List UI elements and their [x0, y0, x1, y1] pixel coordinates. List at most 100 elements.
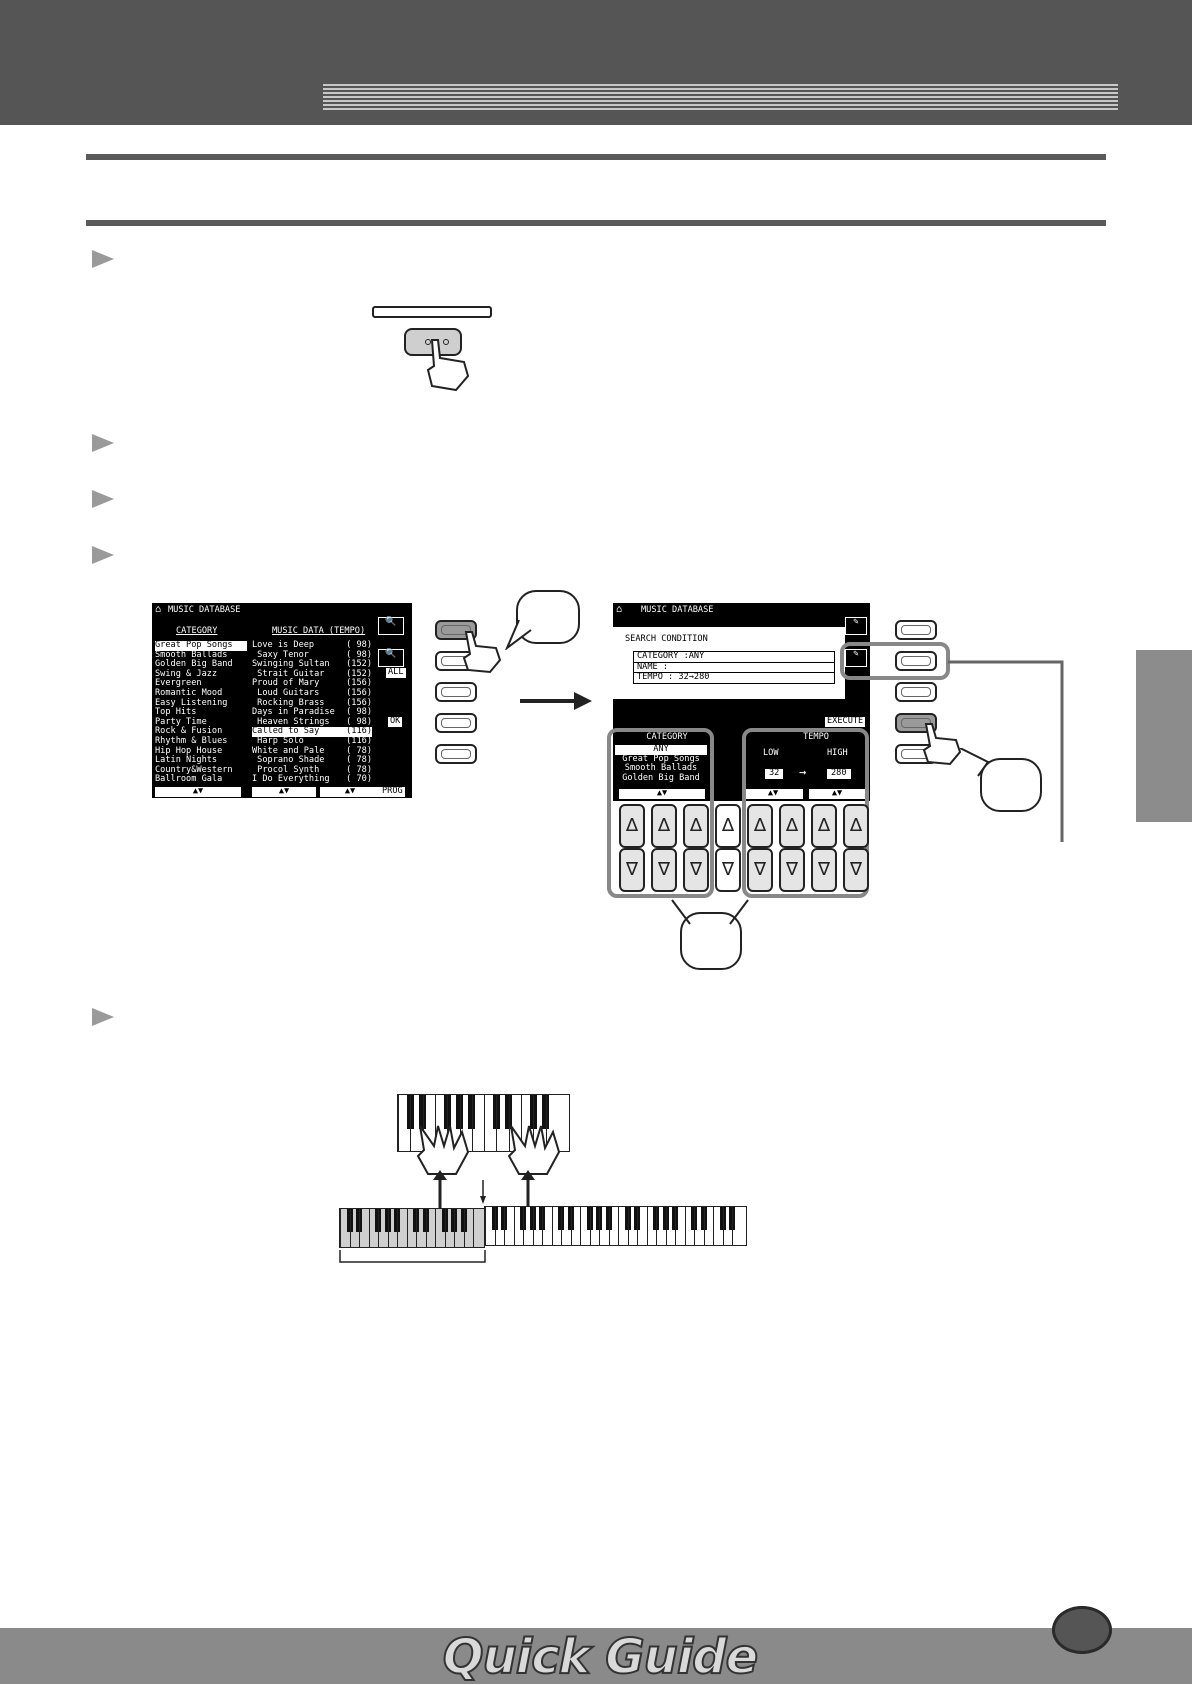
black-key — [419, 1095, 426, 1129]
white-key-divider — [463, 1209, 465, 1247]
edit-icon[interactable]: ✎ — [845, 617, 867, 635]
tempo-low-down-button[interactable]: ∇ — [747, 848, 773, 892]
category-option-any: ANY — [615, 744, 707, 755]
up-button[interactable]: ∆ — [715, 804, 741, 848]
category-up-button[interactable]: ∆ — [683, 804, 709, 848]
white-key-divider — [533, 1095, 535, 1151]
white-key-divider — [589, 1207, 591, 1245]
white-key-divider — [508, 1095, 510, 1151]
search-condition-label: SEARCH CONDITION — [625, 634, 708, 644]
white-key-divider — [580, 1207, 581, 1245]
tempo-low-up-button[interactable]: ∆ — [779, 804, 805, 848]
song-tempo: (156) — [346, 678, 372, 689]
music-data-row[interactable]: Soprano Shade( 78) — [252, 756, 372, 766]
category-item[interactable]: Country&Western — [155, 764, 233, 775]
category-item[interactable]: Easy Listening — [155, 697, 228, 708]
music-data-row[interactable]: Love is Deep( 98) — [252, 640, 372, 651]
screen-side-button-3[interactable] — [435, 682, 477, 702]
category-item[interactable]: Smooth Ballads — [155, 649, 228, 660]
music-data-row[interactable]: Saxy Tenor( 98) — [252, 649, 372, 661]
category-up-button[interactable]: ∆ — [619, 804, 645, 848]
tempo-low-down-button[interactable]: ∇ — [779, 848, 805, 892]
clear-icon[interactable]: ✎ — [845, 649, 867, 667]
category-item[interactable]: Hip Hop House — [155, 745, 223, 756]
black-key — [468, 1095, 475, 1129]
white-key-divider — [425, 1209, 427, 1247]
screen-side-button-5[interactable] — [435, 744, 477, 764]
execute-label: EXECUTE — [825, 716, 866, 727]
category-item[interactable]: Great Pop Songs — [155, 640, 247, 651]
prog-label: PROG — [380, 786, 405, 797]
white-key-divider — [637, 1207, 638, 1245]
category-item[interactable]: Swing & Jazz — [155, 668, 218, 679]
category-down-button[interactable]: ∇ — [683, 848, 709, 892]
white-key-divider — [513, 1207, 515, 1245]
category-item[interactable]: Rhythm & Blues — [155, 735, 228, 746]
music-data-row[interactable]: Called to Say(116) — [252, 727, 372, 737]
music-data-row[interactable]: Proud of Mary (156) — [252, 679, 372, 689]
panel-button-label-bar — [372, 306, 492, 318]
category-item[interactable]: Party Time — [155, 716, 207, 727]
tempo-high-up-button[interactable]: ∆ — [811, 804, 837, 848]
category-item[interactable]: Top Hits — [155, 707, 197, 718]
song-tempo: ( 98) — [346, 707, 372, 718]
tempo-low-up-button[interactable]: ∆ — [747, 804, 773, 848]
down-button[interactable]: ∇ — [715, 848, 741, 892]
category-item[interactable]: Golden Big Band — [155, 659, 233, 670]
music-data-row[interactable]: Days in Paradise( 98) — [252, 708, 372, 718]
white-key-divider — [675, 1207, 676, 1245]
category-item[interactable]: Latin Nights — [155, 755, 218, 766]
tempo-high-down-button[interactable]: ∇ — [843, 848, 869, 892]
category-scroll-arrows: ▲▼ — [619, 788, 705, 799]
category-down-button[interactable]: ∇ — [651, 848, 677, 892]
screen-side-button-2[interactable] — [895, 651, 937, 671]
tempo-high-up-button[interactable]: ∆ — [843, 804, 869, 848]
screen-side-button-4[interactable] — [435, 713, 477, 733]
category-choices: ANY Great Pop Songs Smooth Ballads Golde… — [615, 744, 707, 783]
music-data-row[interactable]: Procol Synth( 78) — [252, 764, 372, 776]
white-key-divider — [349, 1209, 351, 1247]
search-1-icon[interactable]: 🔍 — [378, 617, 404, 635]
keyboard-left-section — [339, 1208, 485, 1248]
music-database-screen: MUSIC DATABASE ⌂ CATEGORY MUSIC DATA (TE… — [152, 603, 412, 798]
white-key-divider — [398, 1095, 399, 1151]
tempo-low-value: 32 — [765, 768, 784, 779]
category-up-button[interactable]: ∆ — [651, 804, 677, 848]
category-item[interactable]: Evergreen — [155, 678, 202, 689]
music-data-row[interactable]: I Do Everything( 70) — [252, 775, 372, 785]
category-item[interactable]: Ballroom Gala — [155, 774, 223, 785]
song-name: Called to Say — [252, 726, 320, 737]
music-data-row[interactable]: Harp Solo(116) — [252, 735, 372, 747]
screen-side-button-1[interactable] — [895, 620, 937, 640]
song-tempo: ( 98) — [346, 649, 372, 660]
white-key-divider — [627, 1207, 629, 1245]
song-tempo: ( 78) — [346, 764, 372, 775]
song-name: Swinging Sultan — [252, 659, 330, 670]
category-item[interactable]: Romantic Mood — [155, 687, 223, 698]
song-tempo: (116) — [346, 735, 372, 746]
screen-side-button-3[interactable] — [895, 682, 937, 702]
music-data-row[interactable]: Strait Guitar(152) — [252, 669, 372, 680]
keyboard-right-section — [484, 1206, 747, 1246]
search-2-icon[interactable]: 🔍 — [378, 649, 404, 667]
music-data-row[interactable]: Swinging Sultan(152) — [252, 660, 372, 670]
white-key-divider — [435, 1209, 436, 1247]
song-tempo: ( 78) — [346, 755, 372, 766]
song-name: Proud of Mary — [252, 678, 320, 689]
callout-pointers — [671, 899, 749, 925]
leader-line — [948, 660, 1064, 842]
tempo-high-down-button[interactable]: ∇ — [811, 848, 837, 892]
screen-title: MUSIC DATABASE — [641, 605, 714, 615]
arrow-right-icon — [520, 692, 592, 710]
condition-category: CATEGORY :ANY — [634, 651, 834, 663]
category-down-button[interactable]: ∇ — [619, 848, 645, 892]
right-hand-icon — [507, 1125, 561, 1175]
music-data-row[interactable]: Heaven Strings( 98) — [252, 717, 372, 728]
pressing-hand-icon — [425, 339, 470, 392]
music-data-row[interactable]: Loud Guitars(156) — [252, 688, 372, 699]
category-section-label: CATEGORY — [646, 732, 688, 742]
category-item[interactable]: Rock & Fusion — [155, 726, 223, 737]
music-data-row[interactable]: White and Pale( 78) — [252, 746, 372, 757]
music-data-row[interactable]: Rocking Brass(156) — [252, 698, 372, 709]
step-marker-5 — [92, 1008, 114, 1026]
